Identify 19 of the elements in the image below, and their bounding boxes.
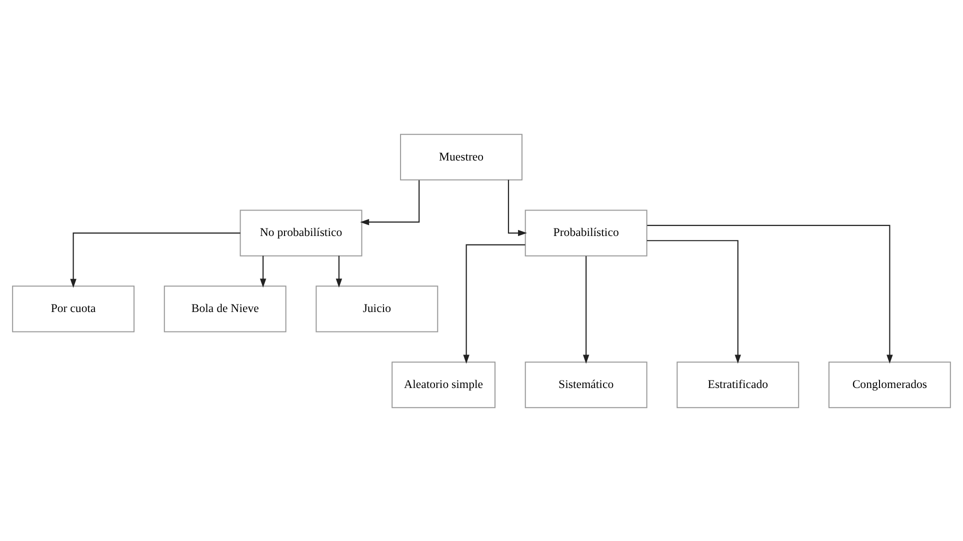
node-box: Conglomerados xyxy=(828,361,951,408)
arrow xyxy=(646,240,742,364)
node-box: Por cuota xyxy=(12,285,135,332)
node-box: Juicio xyxy=(316,285,438,332)
node-box: Sistemático xyxy=(524,361,648,408)
node-box: Muestreo xyxy=(400,133,522,180)
arrow xyxy=(508,179,527,236)
node-box: Bola de Nieve xyxy=(164,285,286,332)
arrow xyxy=(582,256,590,364)
arrow xyxy=(70,232,240,288)
arrow xyxy=(463,244,526,364)
arrow xyxy=(260,255,266,288)
node-box: Probabilístico xyxy=(524,209,648,256)
arrow xyxy=(647,224,893,364)
arrow xyxy=(360,180,420,225)
node-box: Estratificado xyxy=(676,361,800,408)
node-box: No probabilístico xyxy=(240,209,362,256)
arrow xyxy=(336,255,342,288)
node-box: Aleatorio simple xyxy=(392,361,496,408)
